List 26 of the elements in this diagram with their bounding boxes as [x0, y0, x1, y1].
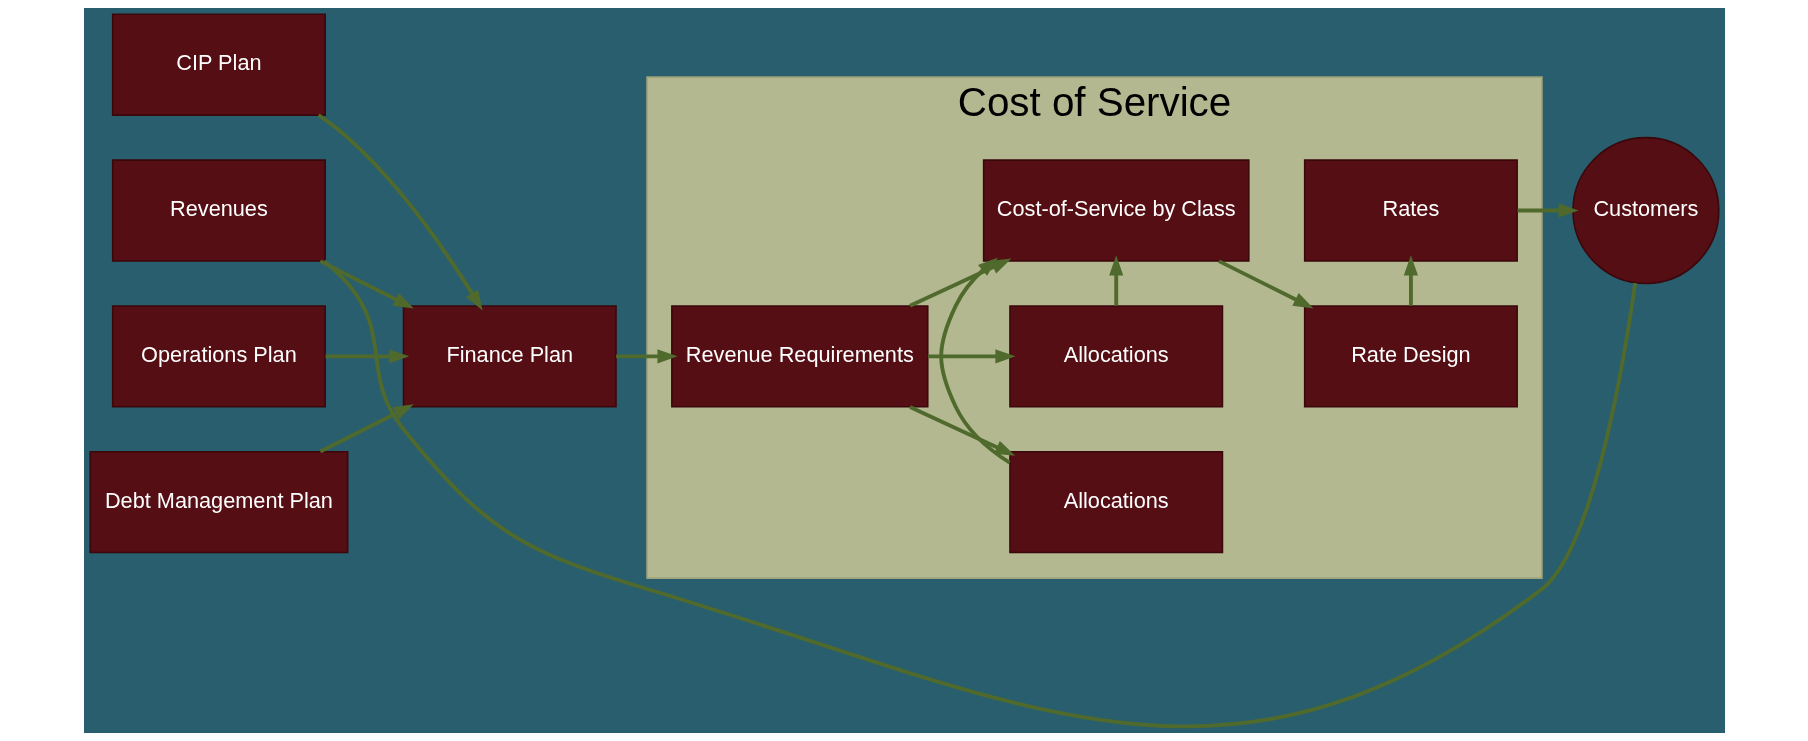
node-box: Rate Design	[1303, 305, 1518, 408]
arrow	[325, 349, 409, 364]
node-box: Revenue Requirements	[670, 305, 929, 408]
node-box: Allocations	[1008, 450, 1223, 554]
node-box: Debt Management Plan	[88, 450, 348, 554]
arrow	[318, 259, 414, 309]
node-box: Revenues	[111, 159, 326, 262]
arrow	[908, 405, 1015, 456]
arrow	[1403, 255, 1418, 306]
node-box: Rates	[1303, 159, 1518, 262]
arrow	[1108, 255, 1123, 306]
arrow	[318, 404, 414, 454]
arrow	[615, 349, 678, 364]
node-box: Cost-of-Service by Class	[982, 159, 1250, 262]
node-box: Allocations	[1008, 305, 1223, 408]
node-box: Operations Plan	[111, 305, 326, 408]
arrow	[938, 257, 1011, 465]
node-box: Finance Plan	[402, 305, 617, 408]
arrow	[1517, 203, 1579, 218]
arrow	[316, 113, 483, 311]
node-circle: Customers	[1571, 136, 1720, 285]
connector	[322, 259, 1637, 728]
node-box: CIP Plan	[111, 13, 326, 116]
arrow	[908, 258, 1011, 308]
arrow	[1217, 259, 1314, 309]
arrow	[927, 349, 1016, 364]
